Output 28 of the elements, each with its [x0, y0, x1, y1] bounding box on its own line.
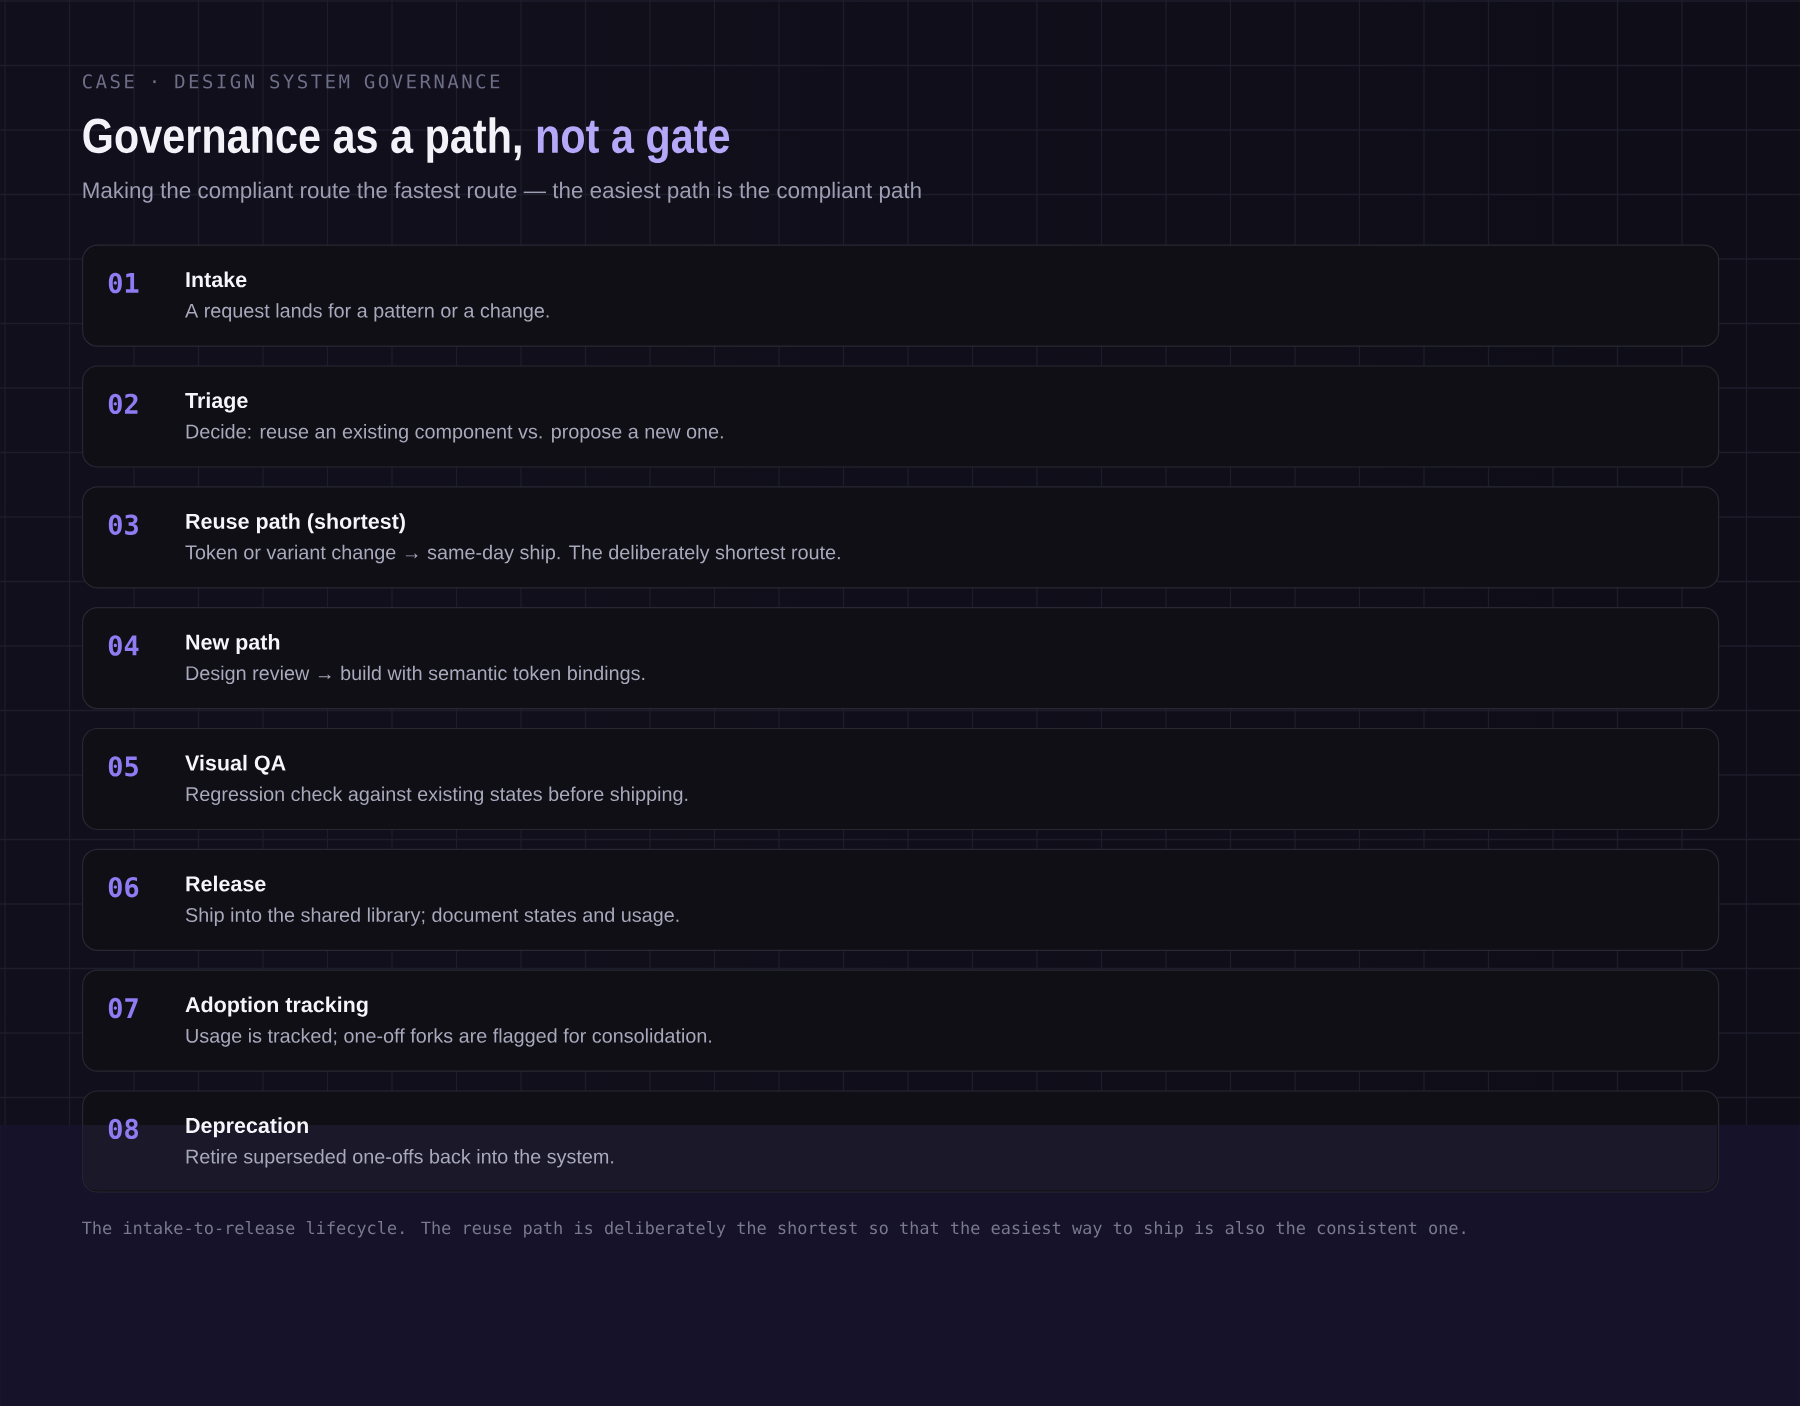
- page-title: Governance as a path, not a gate: [83, 117, 730, 164]
- caption: The intake-to-release lifecycle. The reuse path is deliberately the shortest so that the easiest way to ship is also the consistent one.: [82, 1221, 1465, 1238]
- step-title: Adoption tracking: [185, 996, 368, 1017]
- step-title: Release: [186, 875, 266, 892]
- step-title: Visual QA: [185, 754, 286, 775]
- step-description: Regression check against existing states before shipping.: [186, 786, 688, 805]
- step-number: 06: [108, 876, 139, 898]
- step-description: Decide: reuse an existing component vs. propose a new one.: [186, 424, 723, 443]
- step-description: A request lands for a pattern or a change.: [185, 303, 549, 322]
- step-number: 07: [108, 997, 138, 1019]
- step-description: Retire superseded one-offs back into the system.: [186, 1149, 614, 1168]
- step-number: 04: [108, 635, 139, 656]
- step-title: Reuse path (shortest): [186, 513, 405, 534]
- step-description: Ship into the shared library; document states and usage.: [185, 907, 679, 926]
- step-number: 05: [108, 756, 138, 777]
- step-number: 03: [108, 514, 138, 535]
- step-description: Usage is tracked; one-off forks are flagged for consolidation.: [186, 1028, 712, 1047]
- subtitle: Making the compliant route the fastest route — the easiest path is the compliant path: [83, 181, 921, 203]
- step-title: Intake: [186, 271, 247, 288]
- step-number: 08: [108, 1118, 138, 1140]
- step-description: Token or variant change → same-day ship. The deliberately shortest route.: [185, 544, 840, 564]
- step-title: New path: [186, 633, 280, 654]
- kicker-text: CASE · DESIGN SYSTEM GOVERNANCE: [83, 74, 500, 89]
- step-title: Deprecation: [186, 1117, 308, 1138]
- step-title: Triage: [185, 392, 248, 413]
- step-description: Design review → build with semantic token bindings.: [186, 665, 645, 685]
- step-number: 01: [108, 272, 139, 294]
- step-number: 02: [108, 393, 138, 415]
